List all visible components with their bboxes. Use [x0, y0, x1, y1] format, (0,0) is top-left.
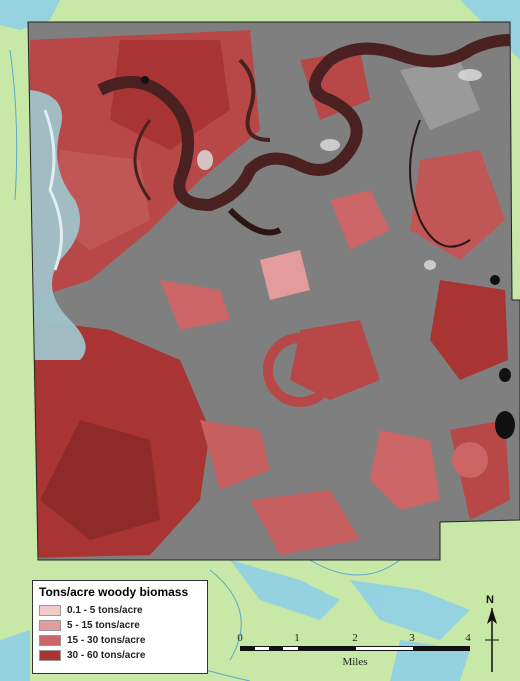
sandbars	[197, 69, 482, 270]
scale-units: Miles	[342, 656, 368, 668]
legend-item: 5 - 15 tons/acre	[39, 618, 201, 633]
legend-item: 15 - 30 tons/acre	[39, 633, 201, 648]
north-arrow-icon	[485, 608, 499, 672]
study-area-outline	[27, 21, 520, 561]
scale-segment	[269, 647, 283, 650]
legend-item: 0.1 - 5 tons/acre	[39, 603, 201, 618]
scale-bar: 0 1 2 3 4 Miles	[237, 632, 471, 672]
legend-label: 30 - 60 tons/acre	[67, 650, 146, 661]
north-label: N	[486, 594, 494, 606]
north-arrow: N	[482, 594, 502, 674]
legend-swatch	[39, 605, 61, 616]
legend-item: 30 - 60 tons/acre	[39, 648, 201, 663]
legend-swatch	[39, 650, 61, 661]
scale-bar-track	[240, 646, 470, 651]
scale-segment	[413, 647, 469, 650]
biomass-patches	[30, 30, 510, 558]
scale-tick: 2	[352, 632, 358, 644]
scale-segment	[298, 647, 356, 650]
legend-label: 0.1 - 5 tons/acre	[67, 605, 143, 616]
legend-title: Tons/acre woody biomass	[39, 585, 189, 599]
river-light	[30, 90, 86, 360]
lakes	[141, 76, 515, 439]
scale-tick: 0	[237, 632, 243, 644]
river-dark	[97, 34, 513, 212]
scale-tick: 3	[409, 632, 415, 644]
legend-label: 15 - 30 tons/acre	[67, 635, 146, 646]
legend-label: 5 - 15 tons/acre	[67, 620, 140, 631]
legend-swatch	[39, 620, 61, 631]
scale-tick: 1	[294, 632, 300, 644]
scale-tick: 4	[465, 632, 471, 644]
legend-swatch	[39, 635, 61, 646]
scale-segment	[241, 647, 255, 650]
map-legend: Tons/acre woody biomass 0.1 - 5 tons/acr…	[32, 580, 208, 674]
